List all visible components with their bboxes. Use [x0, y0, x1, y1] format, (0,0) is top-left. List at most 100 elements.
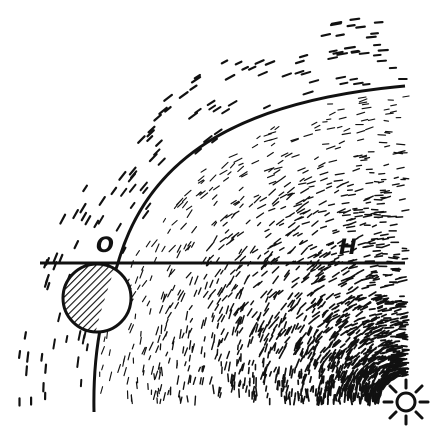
label-o: O	[96, 235, 114, 256]
rain-stroke	[334, 180, 342, 181]
rain-stroke	[160, 385, 162, 391]
rain-stroke	[318, 306, 321, 309]
rain-stroke	[240, 204, 243, 207]
rain-stroke	[366, 202, 370, 203]
rain-stroke	[257, 213, 264, 218]
rain-stroke	[348, 222, 356, 225]
rain-stroke	[307, 305, 314, 310]
rain-stroke	[397, 314, 404, 315]
rain-stroke	[161, 325, 162, 333]
rain-stroke	[333, 273, 340, 278]
rain-stroke	[403, 339, 408, 340]
rain-stroke	[304, 134, 312, 137]
rain-stroke	[209, 242, 214, 248]
rain-stroke	[275, 127, 279, 130]
rain-stroke	[274, 170, 280, 174]
rain-stroke	[327, 294, 334, 300]
rain-stroke	[381, 340, 385, 341]
rain-stroke	[384, 109, 389, 110]
rain-stroke	[400, 327, 406, 328]
rain-stroke	[152, 366, 154, 374]
rain-stroke	[397, 185, 404, 186]
rain-stroke	[199, 288, 202, 294]
rain-stroke	[214, 335, 215, 342]
rain-stroke	[161, 292, 163, 299]
rain-stroke	[156, 141, 162, 146]
rain-stroke	[224, 178, 229, 182]
rain-stroke	[395, 301, 401, 302]
rain-stroke	[401, 346, 407, 347]
rain-stroke	[357, 165, 362, 166]
rain-stroke	[284, 322, 286, 328]
rain-stroke	[239, 163, 243, 165]
rain-stroke	[183, 347, 184, 353]
rain-stroke	[345, 324, 352, 327]
rain-stroke	[339, 399, 340, 403]
rain-stroke	[252, 161, 259, 164]
rain-stroke	[241, 196, 244, 200]
rain-stroke	[187, 210, 192, 218]
rain-stroke	[167, 265, 170, 270]
rain-stroke	[365, 158, 370, 159]
rain-stroke	[304, 92, 313, 95]
label-h: H	[339, 237, 357, 258]
rain-stroke	[259, 72, 267, 76]
rain-stroke	[381, 234, 388, 235]
rain-stroke	[402, 210, 409, 211]
rain-stroke	[160, 306, 163, 313]
rain-stroke	[159, 159, 165, 165]
rain-stroke	[268, 352, 269, 358]
rain-stroke	[394, 177, 398, 178]
rain-stroke	[60, 215, 65, 224]
rain-stroke	[101, 387, 103, 394]
rain-stroke	[335, 173, 344, 174]
rain-stroke	[180, 92, 188, 98]
rain-stroke	[365, 246, 373, 248]
rain-stroke	[239, 382, 240, 386]
rain-stroke	[299, 183, 306, 184]
rain-stroke	[178, 290, 181, 295]
rain-stroke	[270, 336, 273, 341]
rain-stroke	[254, 195, 258, 197]
rain-stroke	[192, 227, 197, 233]
rain-stroke	[236, 272, 240, 277]
rain-stroke	[403, 178, 409, 179]
rain-stroke	[271, 127, 275, 130]
rain-stroke	[353, 287, 358, 291]
rain-stroke	[75, 241, 78, 248]
rain-stroke	[266, 234, 271, 238]
rain-stroke	[342, 203, 349, 204]
rain-stroke	[343, 271, 349, 275]
rain-stroke	[230, 276, 234, 284]
rain-stroke	[373, 251, 380, 252]
rain-stroke	[181, 397, 182, 403]
rain-stroke	[391, 321, 398, 323]
rain-stroke	[376, 314, 382, 315]
rain-stroke	[150, 276, 152, 281]
rain-stroke	[403, 350, 409, 351]
rain-stroke	[180, 330, 181, 339]
rain-stroke	[300, 178, 304, 181]
rain-stroke	[332, 253, 337, 254]
rain-stroke	[26, 366, 27, 375]
rain-stroke	[361, 160, 367, 161]
rain-stroke	[225, 333, 228, 340]
rain-stroke	[208, 301, 213, 308]
rain-stroke	[336, 296, 340, 297]
rain-stroke	[41, 354, 42, 361]
rain-stroke	[399, 329, 406, 330]
rain-stroke	[215, 269, 220, 276]
rain-stroke	[200, 378, 201, 384]
rain-stroke	[237, 331, 238, 336]
rain-stroke	[373, 225, 377, 227]
rain-stroke	[296, 71, 304, 74]
rain-stroke	[290, 213, 294, 216]
rain-stroke	[308, 245, 312, 247]
rain-stroke	[257, 136, 260, 139]
rain-stroke	[319, 163, 325, 166]
rain-stroke	[248, 340, 250, 347]
rain-stroke	[395, 309, 401, 311]
rain-stroke	[315, 157, 319, 159]
rain-stroke	[260, 335, 263, 342]
rain-stroke	[79, 331, 81, 340]
